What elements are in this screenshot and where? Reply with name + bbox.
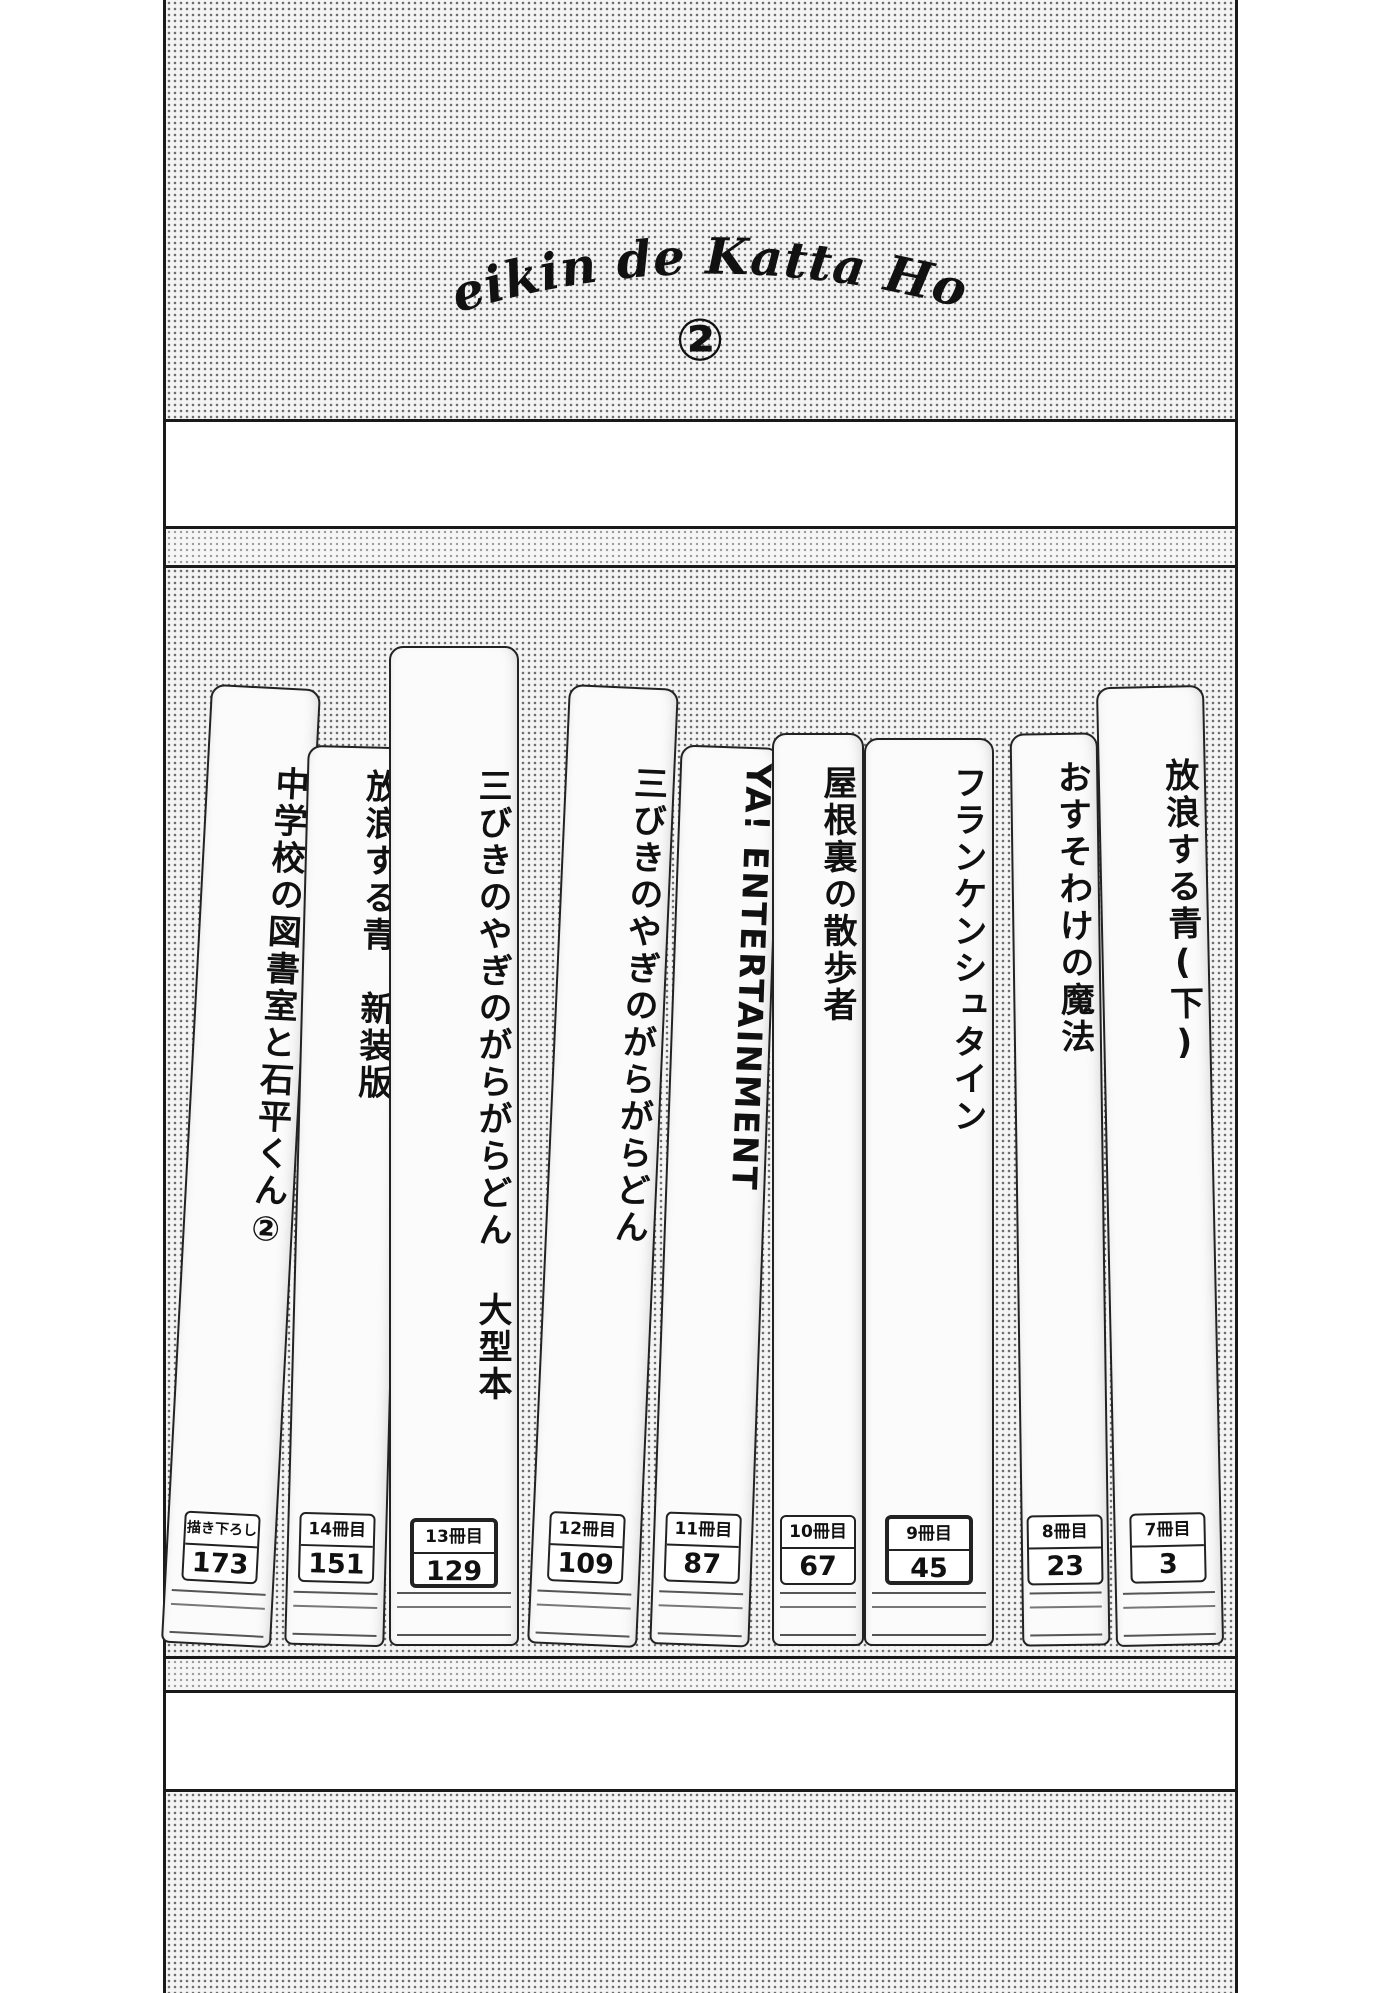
book-label-volume: 13冊目 (414, 1522, 494, 1554)
book-page-number: 45 (910, 1553, 948, 1584)
book-page-number: 23 (1046, 1550, 1085, 1583)
book-label-volume: 9冊目 (889, 1519, 969, 1551)
top-panel-border (163, 419, 1238, 422)
book-page-number: 129 (425, 1556, 483, 1587)
book-spine: おすそわけの魔法 8冊目 23 (1009, 732, 1111, 1647)
book-bottom-bands (872, 1592, 986, 1636)
book-bottom-bands (780, 1592, 856, 1636)
book-label: 9冊目 45 (885, 1515, 973, 1585)
book-title: 放浪する青(下) (1158, 757, 1205, 1066)
shelf-board-bottom-border (163, 1789, 1238, 1792)
book-page-number: 109 (556, 1547, 615, 1581)
book-label-volume: 7冊目 (1131, 1514, 1204, 1548)
book-bottom-bands (535, 1589, 632, 1638)
shelf-board-top-border (163, 526, 1238, 529)
book-page-number: 67 (799, 1551, 837, 1582)
book-page-number: 3 (1158, 1548, 1179, 1581)
shelf-floor-border (163, 1656, 1238, 1659)
bottom-panel (163, 1792, 1238, 1993)
shelf-board-bottom (163, 1693, 1238, 1789)
book-bottom-bands (1122, 1590, 1216, 1637)
top-panel (163, 0, 1238, 420)
book-spine: フランケンシュタイン 9冊目 45 (864, 738, 994, 1646)
book-spine: 三びきのやぎのがらがらどん 大型本 13冊目 129 (389, 646, 519, 1646)
book-spine: 放浪する青(下) 7冊目 3 (1095, 684, 1225, 1648)
book-label: 8冊目 23 (1026, 1514, 1104, 1586)
volume-number: ② (675, 306, 724, 374)
book-title: 中学校の図書室と石平くん② (244, 764, 310, 1254)
shelf-ledge-top-border (163, 565, 1238, 568)
book-bottom-bands (169, 1588, 266, 1638)
book-title: フランケンシュタイン (947, 765, 987, 1135)
book-bottom-bands (292, 1590, 378, 1637)
book-page-number: 151 (307, 1548, 365, 1581)
book-label: 描き下ろし 173 (181, 1510, 261, 1585)
shelf-ledge-bottom (163, 1659, 1238, 1691)
book-label: 13冊目 129 (410, 1518, 498, 1588)
book-spine: 屋根裏の散歩者 10冊目 67 (772, 733, 864, 1646)
book-label-volume: 8冊目 (1028, 1516, 1102, 1550)
book-label-volume: 11冊目 (666, 1513, 740, 1549)
book-label: 14冊目 151 (297, 1511, 376, 1584)
book-title: YA! ENTERTAINMENT (723, 762, 779, 1193)
title-logo: Zeikin de Katta Hon ② (430, 220, 973, 374)
book-title: 屋根裏の散歩者 (817, 765, 857, 1024)
book-label-volume: 10冊目 (782, 1517, 854, 1549)
book-label: 11冊目 87 (663, 1511, 742, 1585)
book-label-volume: 描き下ろし (185, 1512, 259, 1549)
book-page-number: 173 (191, 1546, 250, 1581)
book-label-volume: 12冊目 (550, 1513, 624, 1549)
book-label-volume: 14冊目 (300, 1513, 374, 1548)
book-bottom-bands (657, 1590, 744, 1638)
shelf-ledge-top (163, 529, 1238, 565)
shelf-ledge-bottom-border (163, 1690, 1238, 1693)
book-bottom-bands (397, 1592, 511, 1636)
book-label: 12冊目 109 (546, 1511, 626, 1585)
book-title: おすそわけの魔法 (1051, 759, 1096, 1057)
book-title: 三びきのやぎのがらがらどん (607, 764, 669, 1248)
shelf-board-top (163, 422, 1238, 526)
book-bottom-bands (1029, 1591, 1103, 1637)
book-label: 10冊目 67 (780, 1515, 856, 1585)
book-title: 三びきのやぎのがらがらどん 大型本 (472, 768, 512, 1403)
book-page-number: 87 (682, 1548, 722, 1581)
book-label: 7冊目 3 (1129, 1512, 1207, 1584)
